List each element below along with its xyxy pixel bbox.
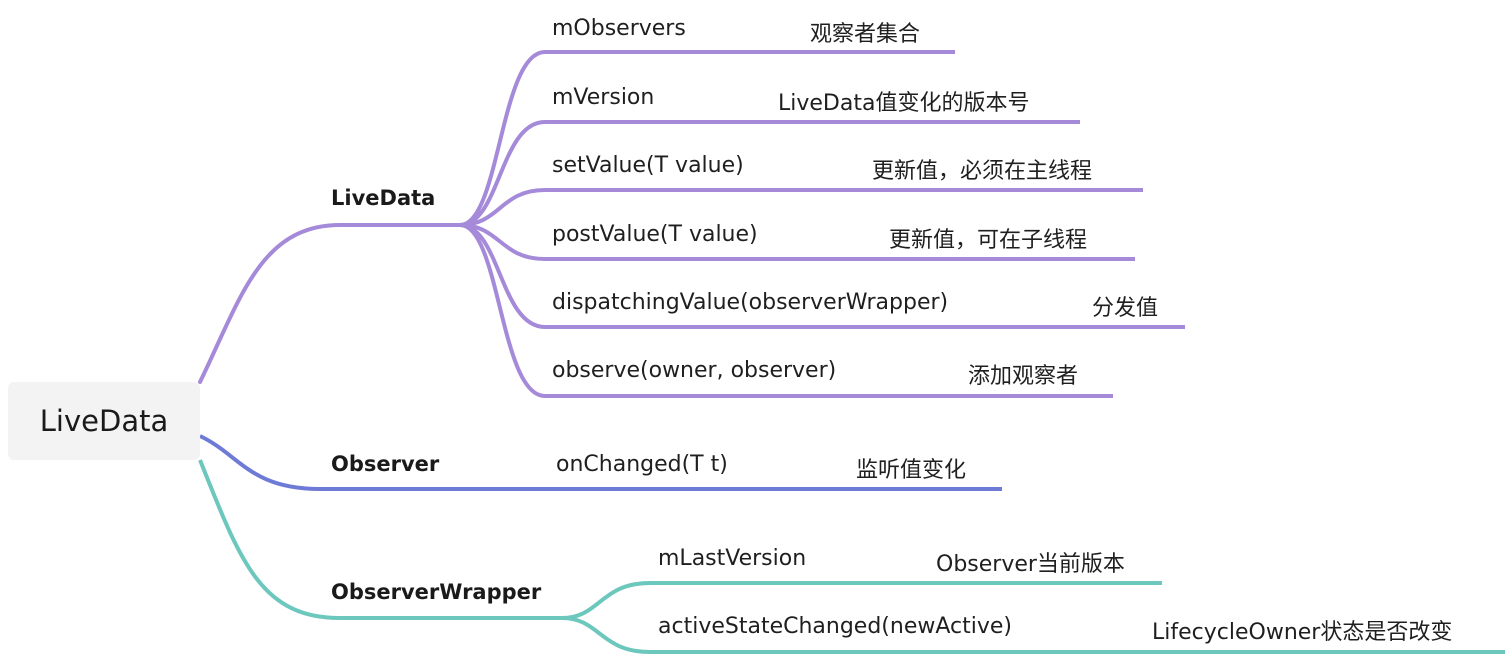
item-mlastversion-desc: Observer当前版本 [936,552,1125,577]
item-onchanged-desc: 监听值变化 [856,458,967,483]
livedata-item-connector-3 [459,188,1143,227]
item-observe-desc: 添加观察者 [968,364,1079,389]
root-node-label: LiveData [39,404,169,438]
livedata-item-connector-4 [459,223,1135,261]
item-mlastversion[interactable]: mLastVersion [658,546,807,571]
branch-observer[interactable]: Observer [331,452,440,476]
item-setvalue-desc: 更新值，必须在主线程 [872,159,1093,184]
livedata-item-connector-5 [459,223,1185,329]
item-onchanged[interactable]: onChanged(T t) [556,452,728,477]
livedata-item-connector-2 [459,120,1080,227]
root-node[interactable]: LiveData [8,382,200,460]
observerwrapper-item-connector-1 [561,581,1162,620]
item-mobservers[interactable]: mObservers [552,16,686,41]
root-livedata-connector [198,223,462,384]
item-activestatechanged[interactable]: activeStateChanged(newActive) [658,614,1012,639]
root-observer-connector [199,434,1002,491]
livedata-item-connector-6 [459,223,1113,398]
item-observe[interactable]: observe(owner, observer) [552,358,837,383]
item-postvalue-desc: 更新值，可在子线程 [889,228,1088,253]
item-dispatchingvalue-desc: 分发值 [1092,296,1159,321]
item-dispatchingvalue[interactable]: dispatchingValue(observerWrapper) [552,290,949,315]
root-observerwrapper-connector [198,459,562,620]
observerwrapper-item-connector-2 [561,616,1505,654]
item-activestatechanged-desc: LifecycleOwner状态是否改变 [1152,620,1453,645]
branch-observerwrapper[interactable]: ObserverWrapper [331,580,542,604]
item-mobservers-desc: 观察者集合 [810,22,921,47]
item-setvalue[interactable]: setValue(T value) [552,153,744,178]
item-mversion-desc: LiveData值变化的版本号 [778,91,1030,116]
item-mversion[interactable]: mVersion [552,85,655,110]
item-postvalue[interactable]: postValue(T value) [552,222,758,247]
livedata-item-connector-1 [459,50,955,227]
branch-livedata[interactable]: LiveData [331,186,436,210]
